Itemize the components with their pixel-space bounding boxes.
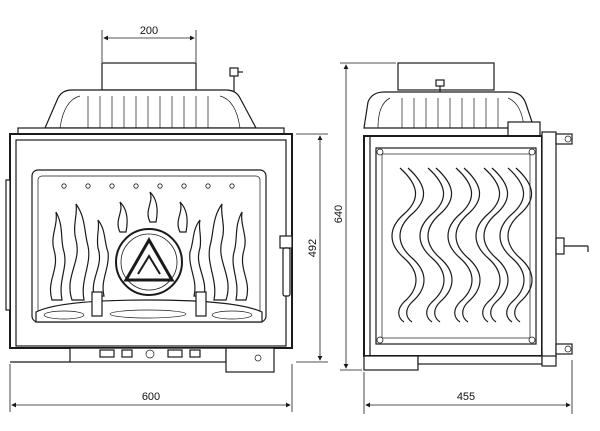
side-top-hood bbox=[363, 91, 535, 129]
dimension-total-height: 640 bbox=[333, 62, 396, 371]
dimension-label-front-width: 600 bbox=[142, 391, 160, 403]
front-rivet-row bbox=[61, 183, 235, 189]
side-corner-rivets bbox=[376, 148, 536, 344]
side-panel bbox=[375, 147, 537, 345]
side-body bbox=[363, 135, 543, 357]
front-flames-right bbox=[189, 203, 248, 301]
front-hood-ribs bbox=[59, 95, 241, 129]
dimension-door-height: 492 bbox=[296, 133, 328, 363]
dimension-label-door-height: 492 bbox=[307, 239, 319, 257]
dimension-label-flue: 200 bbox=[140, 25, 158, 37]
front-flames-left bbox=[50, 203, 109, 301]
side-wavy-ribs bbox=[391, 167, 533, 323]
dimension-flue-width: 200 bbox=[101, 25, 197, 62]
front-damper-handle bbox=[229, 67, 243, 92]
front-base-leg bbox=[225, 347, 275, 373]
side-hood-ribs bbox=[377, 97, 525, 129]
dimension-front-width: 600 bbox=[9, 364, 293, 412]
side-door-handle bbox=[555, 237, 589, 255]
dimension-label-side-depth: 455 bbox=[457, 391, 475, 403]
dimension-side-depth: 455 bbox=[363, 360, 573, 414]
front-top-hood bbox=[44, 89, 257, 129]
side-base-left bbox=[363, 355, 419, 371]
side-flue-collar bbox=[397, 62, 495, 91]
side-view bbox=[363, 62, 589, 371]
front-ashpan bbox=[69, 347, 227, 363]
side-panel-inner bbox=[381, 153, 531, 339]
front-flames-top bbox=[117, 191, 188, 233]
front-view bbox=[5, 62, 293, 373]
triangle-logo-icon bbox=[115, 228, 183, 296]
front-flue-collar bbox=[101, 62, 197, 91]
side-rear-bracket bbox=[507, 121, 541, 137]
front-door-handle bbox=[279, 235, 293, 297]
dimension-label-total-height: 640 bbox=[333, 205, 345, 223]
front-left-hinge-strip bbox=[5, 179, 11, 311]
side-base-rail bbox=[417, 355, 543, 365]
front-base-details bbox=[99, 349, 201, 359]
